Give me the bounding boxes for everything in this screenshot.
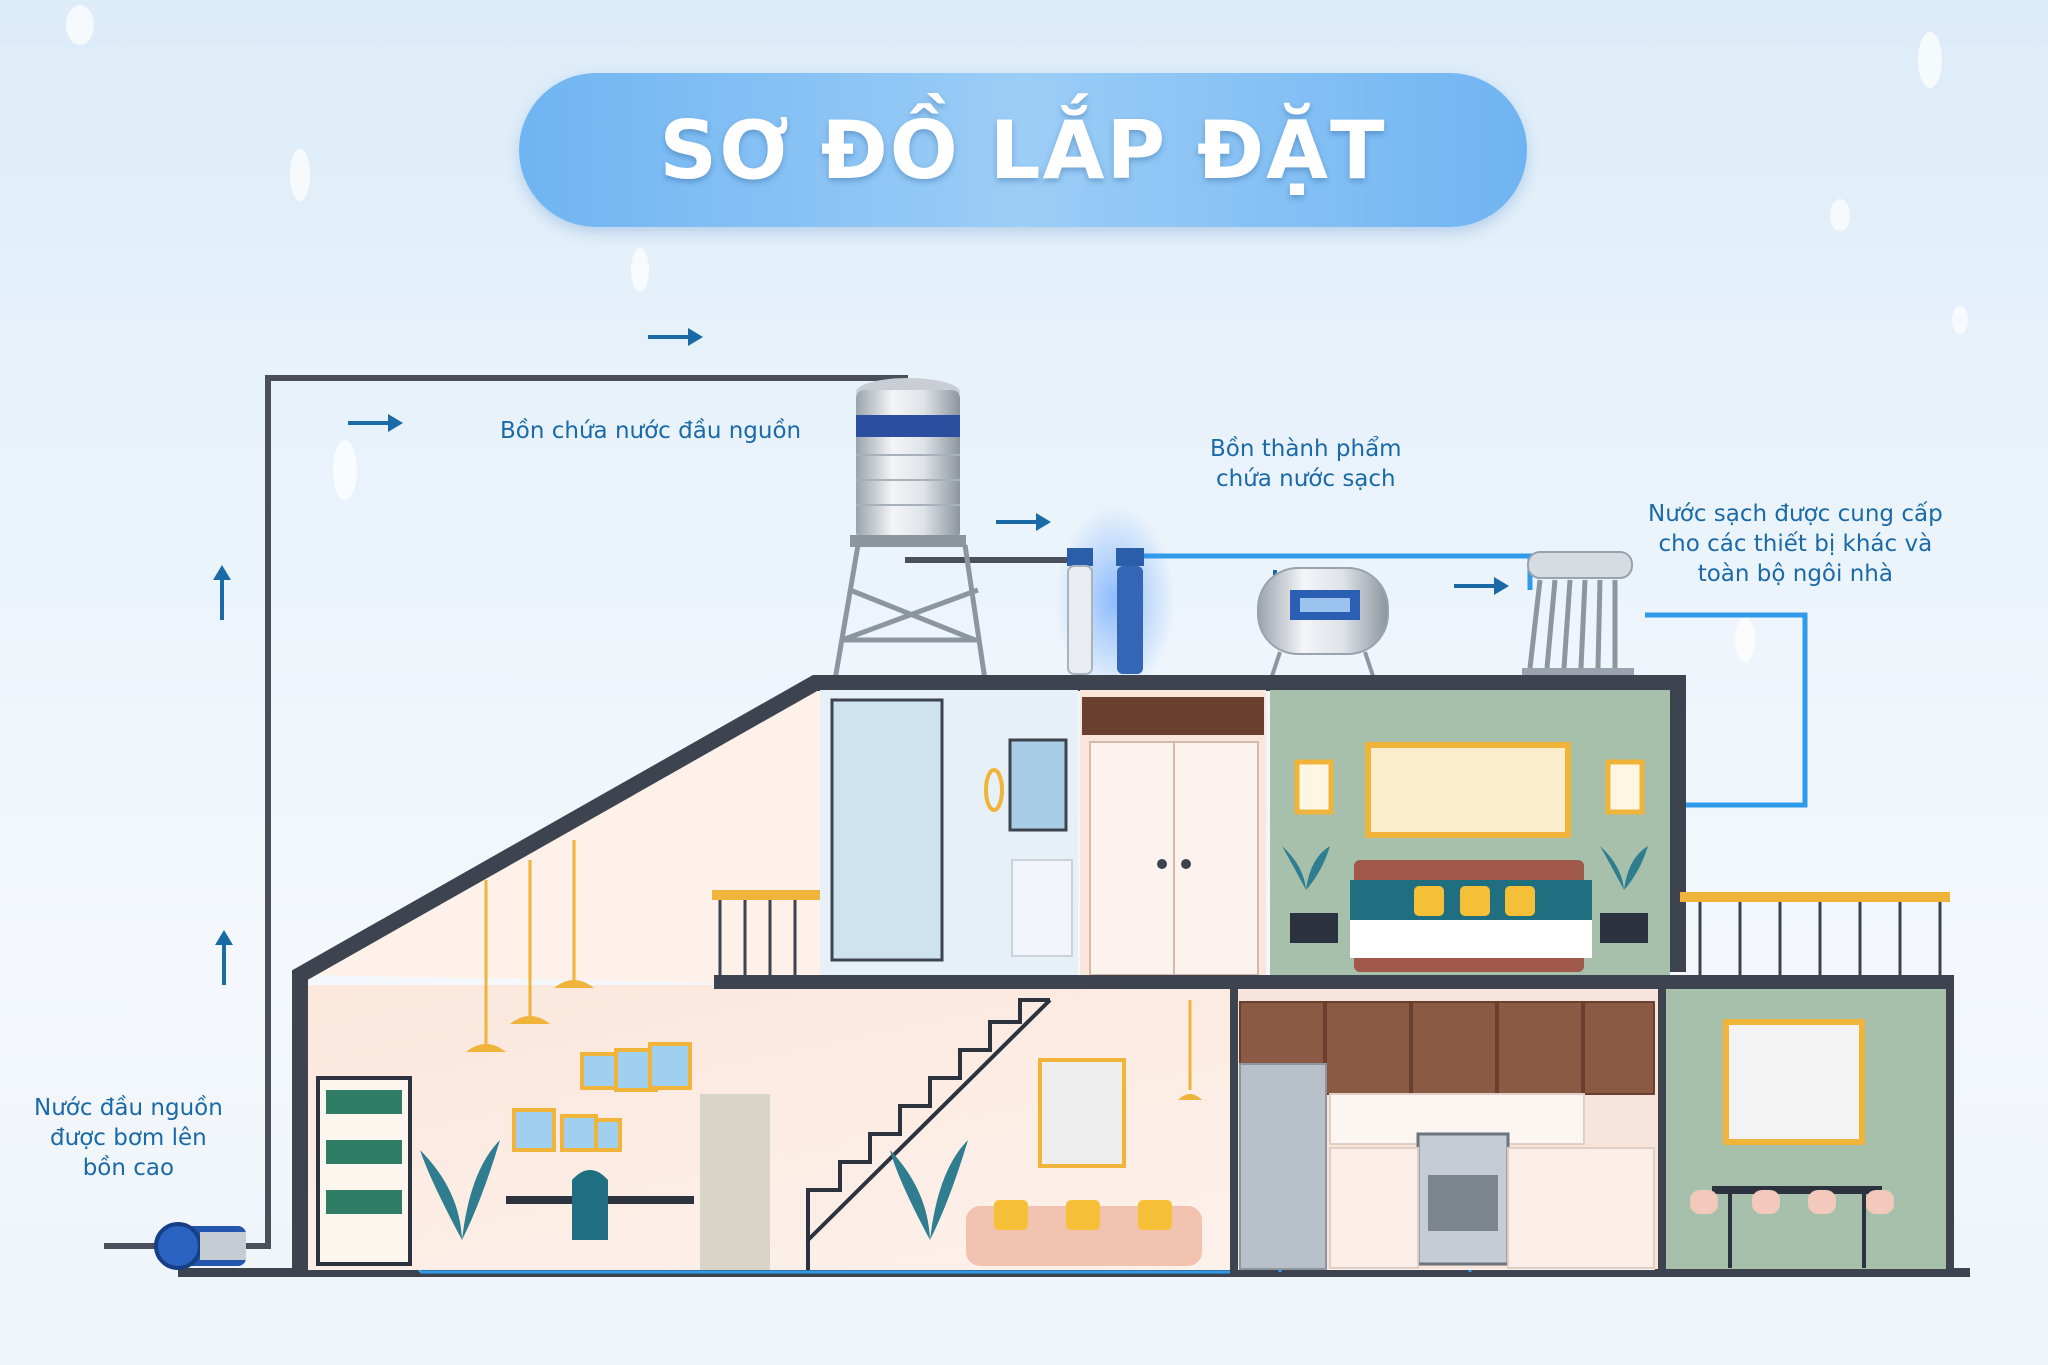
arrow-right-icon [348,414,403,432]
arrow-right-icon [1454,577,1509,595]
pump-label: Nước đầu nguồn được bơm lên bồn cao [34,1095,223,1181]
staircase [806,998,1052,1270]
wall-frames [512,1042,692,1152]
supply-label: Nước sạch được cung cấp cho các thiết bị… [1648,501,1943,587]
product-water-tank [1257,567,1389,677]
water-pump [154,1222,246,1270]
flow-arrows [213,328,1509,985]
arrow-right-icon [648,328,703,346]
arrow-right-icon [996,513,1051,531]
house [292,675,1954,1272]
source-tank-label: Bồn chứa nước đầu nguồn [500,418,802,444]
product-tank-label: Bồn thành phẩm chứa nước sạch [1210,436,1402,492]
water-filters [1055,505,1175,695]
pendant-lamps [466,840,1202,1100]
title-banner: SƠ ĐỒ LẮP ĐẶT [519,73,1527,227]
wall-painting [1038,1058,1126,1168]
source-water-tank [832,378,988,681]
solar-water-heater [1522,551,1634,675]
sofa [966,1200,1202,1266]
arrow-up-icon [215,930,233,985]
office-chair [572,1170,608,1240]
page-title: SƠ ĐỒ LẮP ĐẶT [659,103,1387,197]
droplet-decoration [66,5,1968,662]
bookshelf [316,1076,412,1266]
balcony-railing-right [1680,892,1950,975]
plants [420,846,1648,1240]
curtain [700,1094,770,1270]
arrow-up-icon [213,565,231,620]
balcony-railing-left [712,890,820,975]
